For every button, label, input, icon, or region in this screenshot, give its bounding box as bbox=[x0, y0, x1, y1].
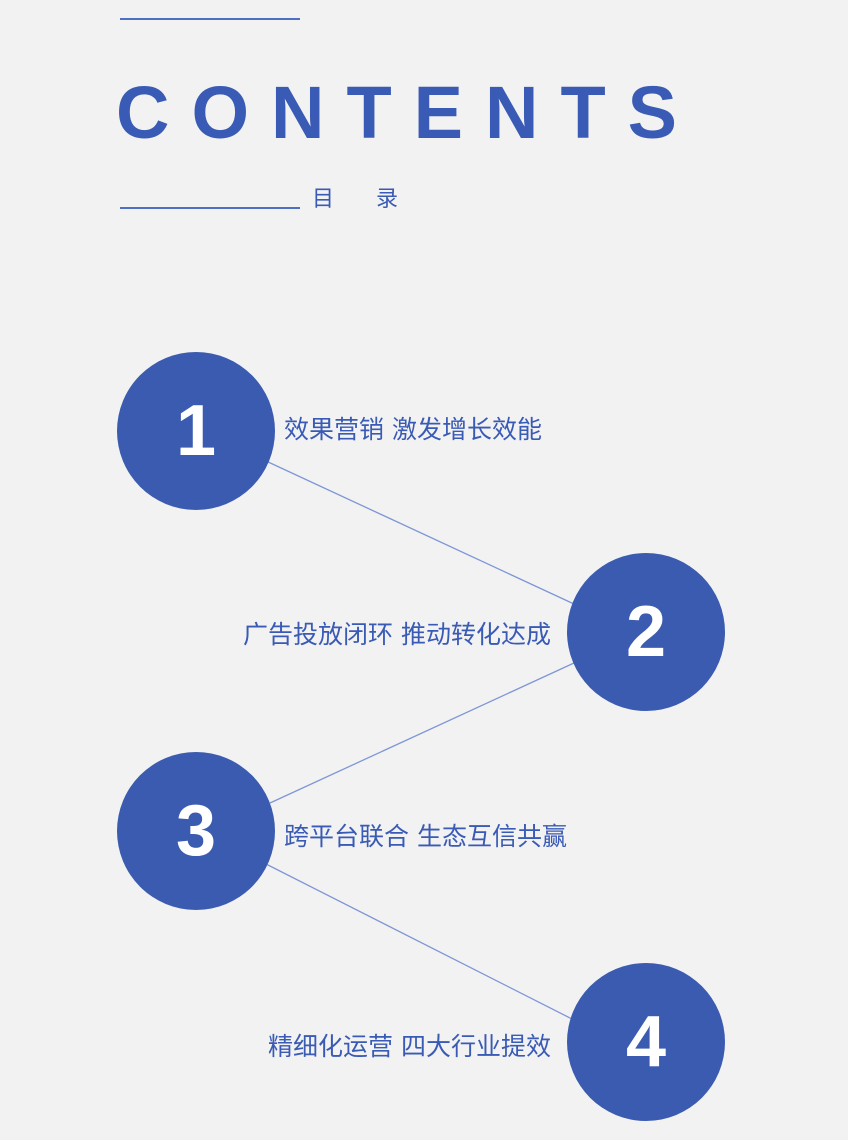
item-3-number-badge: 3 bbox=[117, 752, 275, 910]
item-1-number: 1 bbox=[175, 391, 217, 471]
item-4-number: 4 bbox=[625, 1002, 667, 1082]
subtitle-divider-line bbox=[120, 207, 300, 209]
item-3-label: 跨平台联合 生态互信共赢 bbox=[284, 822, 567, 851]
item-4-number-badge: 4 bbox=[567, 963, 725, 1121]
page-title: CONTENTS bbox=[116, 71, 699, 154]
item-2-number: 2 bbox=[625, 592, 667, 672]
item-4-label: 精细化运营 四大行业提效 bbox=[268, 1032, 551, 1061]
connector-2-3 bbox=[269, 662, 575, 804]
top-divider-line bbox=[120, 18, 300, 20]
page-subtitle: 目录 bbox=[312, 187, 441, 212]
item-3-number: 3 bbox=[175, 791, 217, 871]
item-1-number-badge: 1 bbox=[117, 352, 275, 510]
connector-1-2 bbox=[265, 460, 575, 605]
connector-3-4 bbox=[265, 863, 575, 1021]
item-1-label: 效果营销 激发增长效能 bbox=[284, 415, 542, 444]
item-2-label: 广告投放闭环 推动转化达成 bbox=[243, 620, 551, 649]
item-2-number-badge: 2 bbox=[567, 553, 725, 711]
